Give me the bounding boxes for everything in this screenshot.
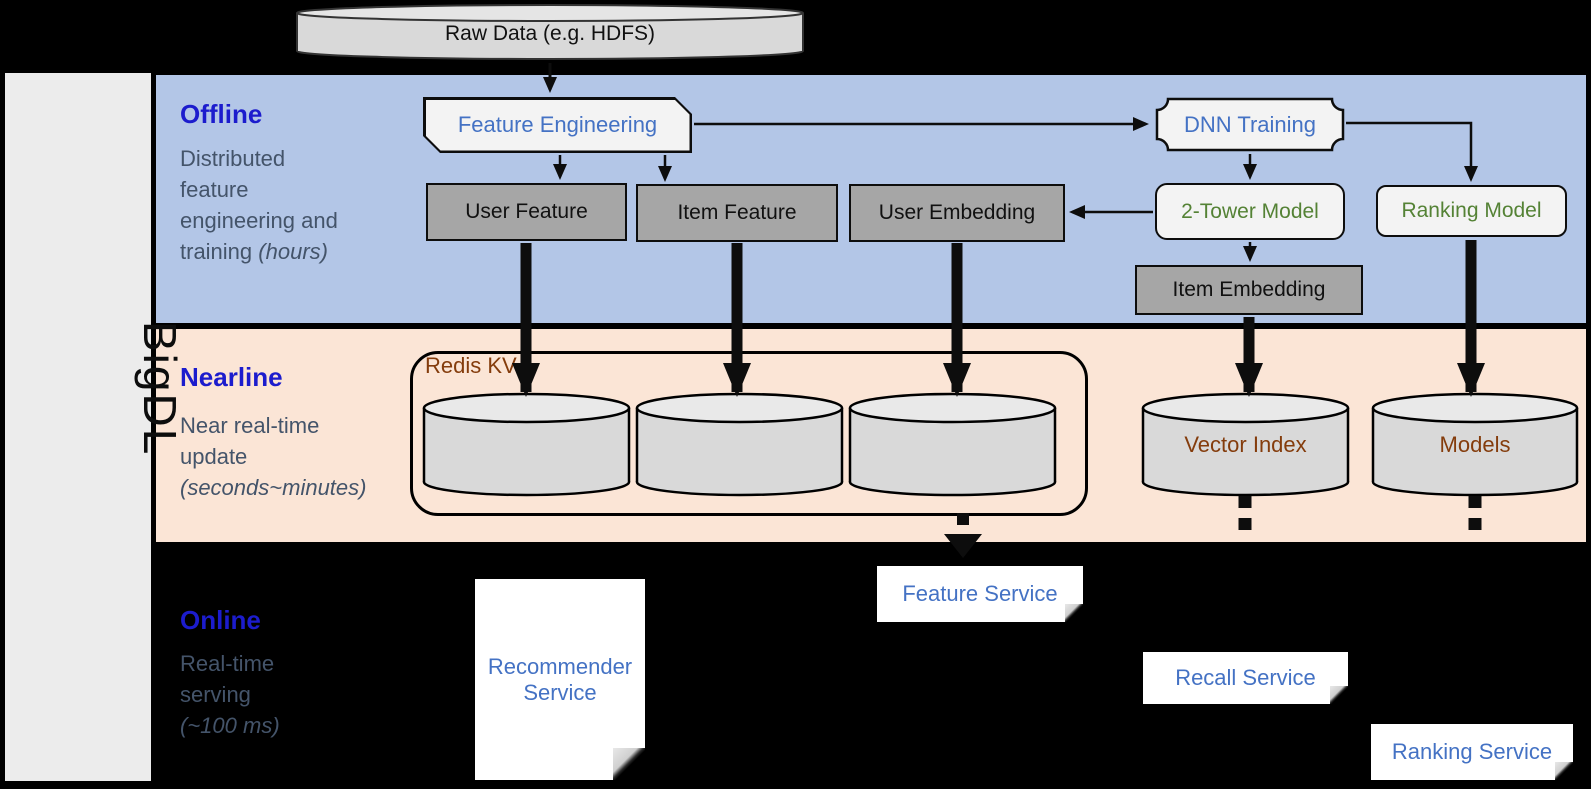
ranking-service-node: Ranking Service	[1371, 724, 1573, 780]
feature-service-node: Feature Service	[877, 566, 1083, 622]
brand-sidebar: BigDL	[5, 73, 186, 781]
item-embedding-node: Item Embedding	[1135, 265, 1363, 315]
models-label: Models	[1439, 432, 1511, 457]
offline-desc-text: Distributed feature engineering and trai…	[180, 146, 338, 264]
plaque-shape	[1155, 97, 1345, 152]
dnn-training-node: DNN Training	[1155, 97, 1345, 152]
kv-store-cylinder-3	[848, 392, 1057, 497]
nearline-title: Nearline	[180, 362, 283, 392]
offline-description: Distributed feature engineering and trai…	[180, 143, 350, 267]
nearline-desc-text: Near real-time update	[180, 413, 320, 469]
two-tower-model-node: 2-Tower Model	[1155, 183, 1345, 240]
offline-desc-latency: (hours)	[258, 239, 328, 264]
online-desc-text: Real-time serving	[180, 651, 275, 707]
feature-engineering-node: Feature Engineering	[423, 97, 692, 153]
item-feature-node: Item Feature	[636, 184, 838, 242]
nearline-desc-latency: (seconds~minutes)	[180, 475, 367, 500]
user-embedding-node: User Embedding	[849, 184, 1065, 242]
nearline-description: Near real-time update (seconds~minutes)	[180, 410, 380, 503]
user-feature-node: User Feature	[426, 183, 627, 241]
feature-engineering-label: Feature Engineering	[426, 100, 690, 151]
online-desc-latency: (~100 ms)	[180, 713, 280, 738]
dnn-training-label: DNN Training	[1183, 111, 1317, 137]
kv-store-cylinder-1	[422, 392, 631, 497]
recall-service-node: Recall Service	[1143, 652, 1348, 704]
redis-kv-label: Redis KV	[425, 353, 517, 378]
vector-index-cylinder	[1141, 392, 1350, 497]
online-title: Online	[180, 605, 261, 635]
models-cylinder	[1371, 392, 1579, 497]
brand-label: BigDL	[134, 321, 186, 457]
kv-store-cylinder-2	[635, 392, 844, 497]
vector-index-label: Vector Index	[1184, 432, 1307, 457]
redis-kv-container	[410, 351, 1088, 516]
ranking-model-node: Ranking Model	[1376, 185, 1567, 237]
raw-data-cylinder	[296, 4, 804, 60]
offline-title: Offline	[180, 99, 263, 129]
online-description: Real-time serving (~100 ms)	[180, 648, 298, 741]
recommender-service-doc: Recommender Service	[475, 579, 645, 780]
raw-data-label: Raw Data (e.g. HDFS)	[444, 22, 656, 45]
